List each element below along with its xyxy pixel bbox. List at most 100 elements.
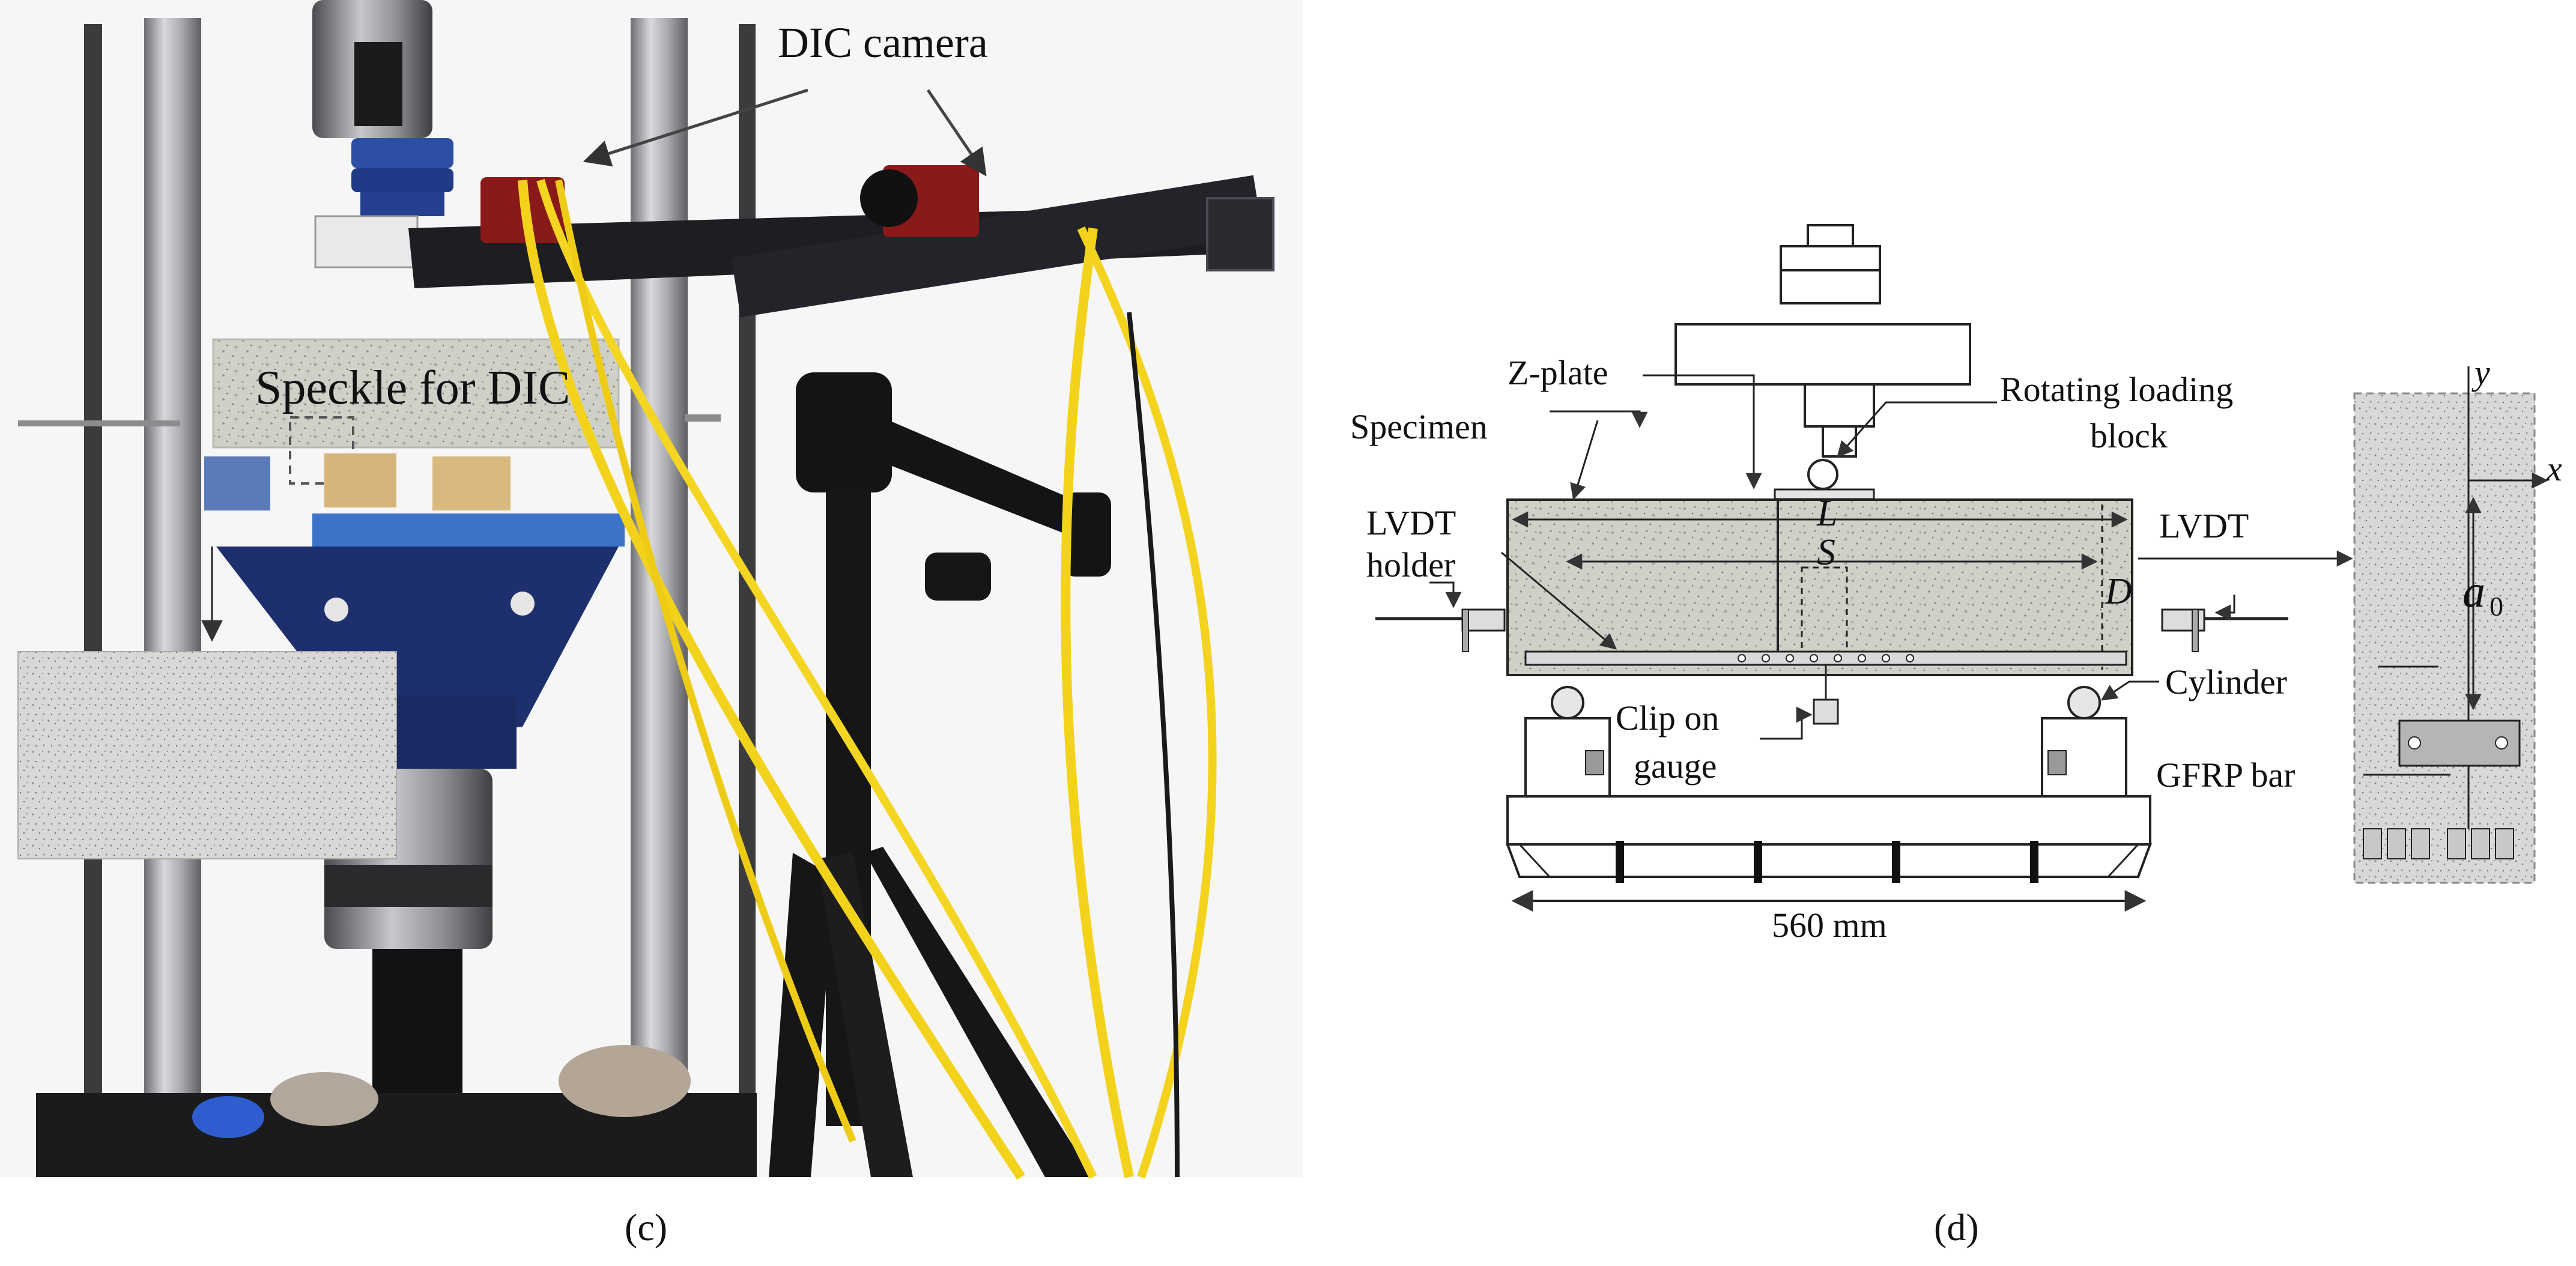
upper-collar-1 <box>1780 245 1881 271</box>
base-rib-2 <box>1754 841 1762 883</box>
leader-rotating-block <box>1837 401 1997 458</box>
leader-specimen <box>1570 420 1599 500</box>
label-clip-on: Clip on <box>1616 698 1719 737</box>
dic-camera-arrow-1 <box>583 88 808 167</box>
base-rib-1 <box>1616 841 1624 883</box>
base-flange <box>1506 843 2152 878</box>
load-cell-plate <box>1674 323 1971 386</box>
tripod-leg-right <box>865 847 1093 1177</box>
upper-grip <box>1804 383 1875 428</box>
leader-lvdt-holder-a <box>1429 581 1462 608</box>
speckle-zoom-inset <box>17 651 397 859</box>
yellow-cable-1 <box>518 180 1025 1180</box>
gfrp-bar-hole-2 <box>2495 736 2508 750</box>
schematic-labels: Z-plate Specimen Rotating loading block … <box>1350 353 2562 945</box>
tripod-handle-grip <box>1063 492 1111 577</box>
photo-panel: DIC camera Speckle for DIC <box>0 0 1303 1180</box>
cylinder-right <box>2067 686 2101 719</box>
frame-hole-2 <box>511 592 535 616</box>
lvdt-holder-bar <box>1524 650 2127 666</box>
holder-holes <box>1738 654 1914 662</box>
label-lvdt-holder-1: LVDT <box>1366 503 1456 542</box>
support-right-screw <box>2047 750 2067 775</box>
label-gauge: gauge <box>1634 747 1717 786</box>
leader-lvdt-holder <box>1501 551 1617 650</box>
label-L: L <box>1816 493 1837 534</box>
yellow-cable-5 <box>1077 226 1217 1179</box>
frame-hole-1 <box>324 598 348 622</box>
base-edge-left <box>1518 843 1551 878</box>
dic-camera-arrow-2 <box>926 89 987 177</box>
schematic-panel <box>1375 224 2548 912</box>
lvdt-right-clamp <box>2192 609 2199 652</box>
dic-camera-lens <box>860 169 918 227</box>
section-studs <box>2363 828 2514 859</box>
rotating-block-ball <box>1807 459 1838 490</box>
wood-block-2 <box>432 456 511 510</box>
base-rib-3 <box>1892 841 1900 883</box>
speckle-label: Speckle for DIC <box>255 362 570 414</box>
frame-rod-left <box>84 24 102 1117</box>
yellow-cable-3 <box>555 179 856 1143</box>
glove-2 <box>559 1045 691 1117</box>
frame-column-left <box>144 18 201 1111</box>
blue-frame-base <box>384 697 517 769</box>
actuator-grip <box>354 42 402 126</box>
label-lvdt: LVDT <box>2159 506 2249 545</box>
speckle-region-box <box>289 416 354 485</box>
label-a0-sub: 0 <box>2490 591 2503 622</box>
label-axis-x: x <box>2546 449 2562 488</box>
leader-specimen-a <box>1550 410 1648 428</box>
support-left-screw <box>1585 750 1604 775</box>
base-beam <box>1506 795 2151 846</box>
label-axis-y: y <box>2471 353 2490 392</box>
leader-lvdt <box>2214 595 2235 621</box>
rail-end-profile <box>1206 197 1274 271</box>
leader-cylinder <box>2100 680 2159 701</box>
leader-clip-gauge <box>1760 706 1813 740</box>
support-clamp <box>204 456 270 510</box>
glove-1 <box>270 1072 378 1126</box>
wood-block-1 <box>324 453 396 507</box>
tripod-handle <box>883 420 1099 544</box>
tape-roll <box>192 1096 264 1138</box>
base-rib-4 <box>2030 841 2038 883</box>
label-cylinder: Cylinder <box>2165 662 2287 701</box>
specimen-beam <box>212 338 620 449</box>
frame-column-right <box>631 18 688 1111</box>
label-lvdt-holder-2: holder <box>1366 545 1455 584</box>
label-dimension: 560 mm <box>1772 906 1887 945</box>
label-S: S <box>1817 532 1835 573</box>
leader-z-plate <box>1643 374 1762 489</box>
label-D: D <box>2105 571 2132 612</box>
caption-c: (c) <box>625 1206 667 1249</box>
load-cell-ring-2 <box>351 168 453 192</box>
gfrp-bar-hole-1 <box>2408 736 2421 750</box>
base-plate <box>312 513 625 547</box>
label-z-plate: Z-plate <box>1508 353 1608 392</box>
label-block: block <box>2090 416 2168 455</box>
lvdt-left-clamp <box>1462 609 1469 652</box>
label-gfrp-bar: GFRP bar <box>2156 756 2296 795</box>
base-edge-right <box>2107 843 2139 878</box>
lvdt-rod-right <box>685 414 721 422</box>
label-specimen: Specimen <box>1350 407 1488 446</box>
tripod-head <box>796 372 892 492</box>
lvdt-rod-left <box>18 420 180 426</box>
section-view <box>2353 392 2536 884</box>
dic-camera-label: DIC camera <box>778 19 988 67</box>
caption-d: (d) <box>1934 1206 1979 1249</box>
upper-collar-2 <box>1780 269 1881 304</box>
loading-block <box>314 215 419 268</box>
tripod-leg-middle <box>817 853 913 1177</box>
clip-on-gauge <box>1813 698 1839 725</box>
load-cell-ring-1 <box>351 138 453 168</box>
tripod-knob <box>925 553 991 601</box>
load-cell-ring-3 <box>360 192 444 216</box>
label-a0: a <box>2462 566 2485 617</box>
cylinder-left <box>1551 686 1584 719</box>
yellow-cable-4 <box>1061 227 1134 1178</box>
black-cable <box>1127 312 1180 1178</box>
